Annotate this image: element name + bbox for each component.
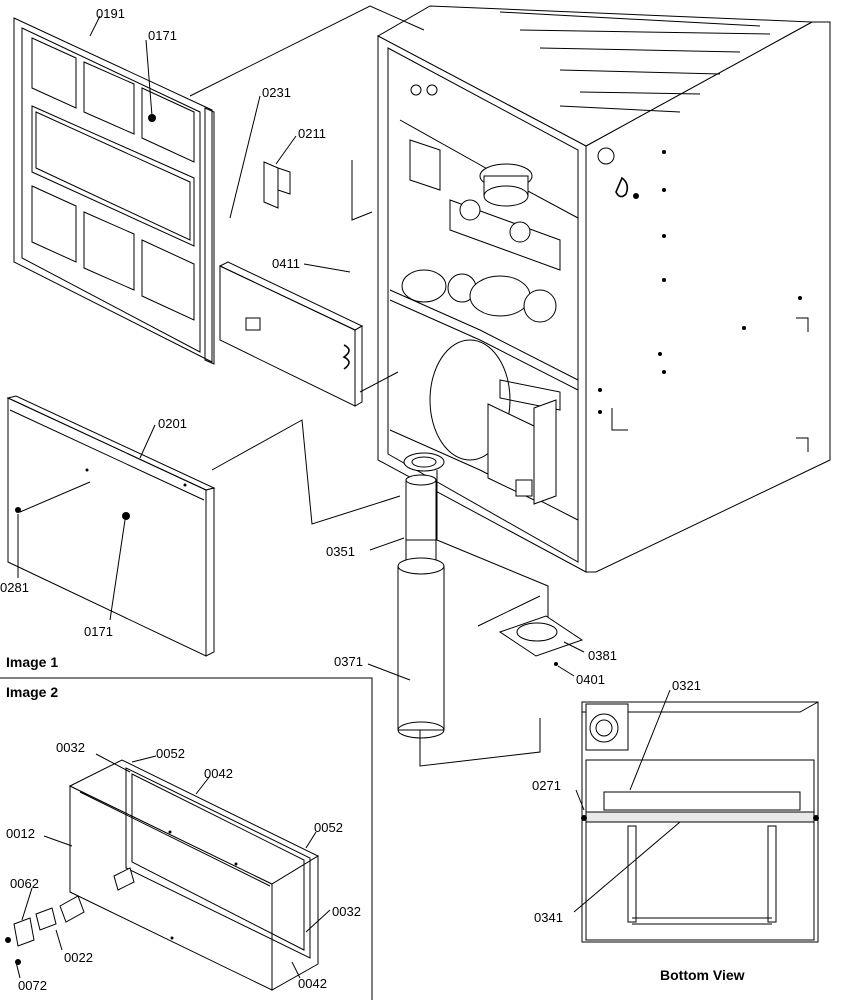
callout-leader-lines (15, 15, 681, 979)
callout-0072: 0072 (18, 978, 47, 993)
callout-0171-upper: 0171 (148, 28, 177, 43)
callout-0351: 0351 (326, 544, 355, 559)
image2-filter-rack (5, 759, 320, 991)
callout-0411: 0411 (272, 256, 300, 271)
vent-flange-plate (498, 615, 584, 666)
furnace-cabinet (376, 5, 831, 573)
bottom-view-diagram (581, 701, 819, 943)
caption-image-2: Image 2 (6, 684, 58, 700)
callout-0371: 0371 (334, 654, 363, 669)
callout-0042-upper: 0042 (204, 766, 233, 781)
callout-0042-lower: 0042 (298, 976, 327, 991)
callout-0032-lower: 0032 (332, 904, 361, 919)
caption-bottom-view: Bottom View (660, 967, 745, 983)
callout-0052-lower: 0052 (314, 820, 343, 835)
callout-0281: 0281 (0, 580, 29, 595)
callout-0022: 0022 (64, 950, 93, 965)
callout-0201: 0201 (158, 416, 187, 431)
vent-pipe-short (405, 474, 437, 567)
callout-0052-upper: 0052 (156, 746, 185, 761)
callout-0171-lower: 0171 (84, 624, 113, 639)
callout-0341: 0341 (534, 910, 563, 925)
callout-0381: 0381 (588, 648, 617, 663)
callout-0401: 0401 (576, 672, 605, 687)
explosion-path-lines (189, 5, 549, 767)
bracket-part (263, 161, 291, 209)
callout-0191: 0191 (96, 6, 125, 21)
callout-0321: 0321 (672, 678, 701, 693)
image2-frame (0, 677, 373, 1000)
callout-0032-upper: 0032 (56, 740, 85, 755)
callout-0012: 0012 (6, 826, 35, 841)
caption-image-1: Image 1 (6, 654, 58, 670)
callout-0211: 0211 (298, 126, 326, 141)
filter-grille-panel (13, 17, 215, 365)
lower-door-panel (6, 395, 216, 657)
callout-0231: 0231 (262, 85, 291, 100)
vent-pipe-long (397, 557, 445, 739)
control-cover-panel (218, 261, 364, 407)
callout-0062: 0062 (10, 876, 39, 891)
callout-0271: 0271 (532, 778, 561, 793)
